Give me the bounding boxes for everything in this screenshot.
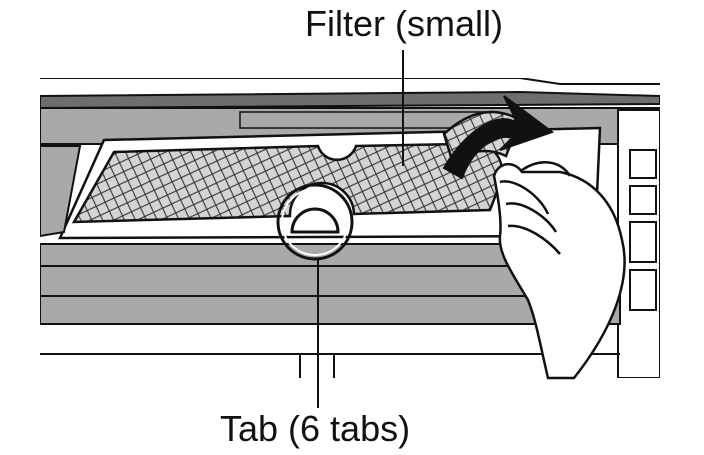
- filter-mesh: [71, 142, 504, 224]
- hand-palm: [492, 163, 626, 380]
- hand-thumb: [521, 161, 572, 177]
- tab-callout-label: Tab (6 tabs): [220, 408, 411, 449]
- right-panel-louvers: [629, 149, 657, 311]
- tab-semicircle: [290, 207, 340, 234]
- unit-lower-band-3: [40, 295, 621, 325]
- unit-left-rail: [40, 145, 82, 238]
- hand-finger-2: [505, 202, 558, 233]
- unit-top-band: [40, 90, 660, 110]
- lift-direction-arrow: [442, 95, 555, 180]
- hand-finger-1: [499, 180, 550, 215]
- unit-top-edge: [40, 78, 660, 85]
- hand: [492, 161, 626, 380]
- tab-callout-circle: [276, 183, 354, 261]
- hand-finger-3: [507, 224, 561, 255]
- filter-top-tab: [316, 145, 358, 161]
- unit-bottom-notch: [299, 354, 335, 378]
- filter-callout-label: Filter (small): [305, 3, 503, 44]
